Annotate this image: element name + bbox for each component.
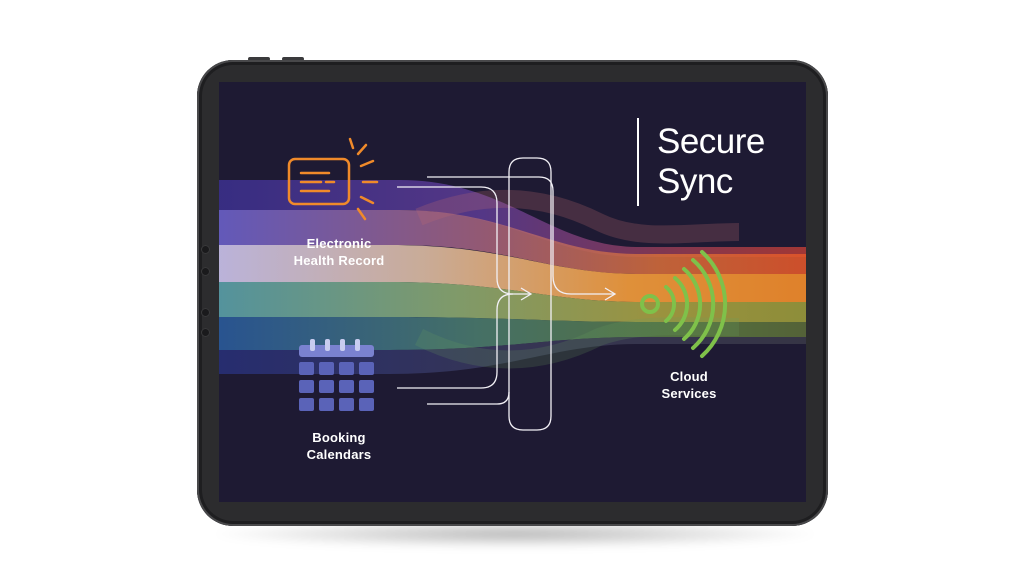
side-sensor-dot [201, 328, 210, 337]
side-sensor-dot [201, 267, 210, 276]
ehr-label-line-1: Electronic [306, 236, 372, 251]
cloud-label-line-1: Cloud [670, 369, 708, 384]
flow-wave [414, 317, 740, 369]
connector-lines [397, 157, 617, 431]
flow-band [219, 245, 806, 302]
tablet-screen: Secure Sync Electronic Health Record Boo… [219, 82, 806, 502]
side-camera-dot [201, 245, 210, 254]
flow-band [219, 282, 806, 322]
health-record-card-icon [287, 137, 379, 221]
title-line-1: Secure [657, 122, 765, 161]
cloud-label-line-2: Services [661, 386, 717, 401]
flow-band [219, 317, 806, 350]
volume-button [248, 57, 270, 61]
cloud-services-label: Cloud Services [639, 368, 739, 402]
volume-button [282, 57, 304, 61]
flow-band [219, 210, 806, 274]
flow-illustration [219, 137, 806, 431]
flow-wave [415, 189, 740, 244]
wireless-signal-icon [640, 250, 728, 358]
ehr-label-line-2: Health Record [293, 253, 385, 268]
calendar-label-line-1: Booking [312, 430, 366, 445]
title-divider [637, 118, 639, 206]
calendar-label-line-2: Calendars [306, 447, 372, 462]
calendar-label: Booking Calendars [279, 429, 399, 463]
title-line-2: Sync [657, 162, 733, 201]
calendar-grid-icon [299, 339, 374, 411]
ehr-label: Electronic Health Record [274, 235, 404, 269]
app-title: Secure Sync [657, 122, 765, 202]
side-sensor-dot [201, 308, 210, 317]
